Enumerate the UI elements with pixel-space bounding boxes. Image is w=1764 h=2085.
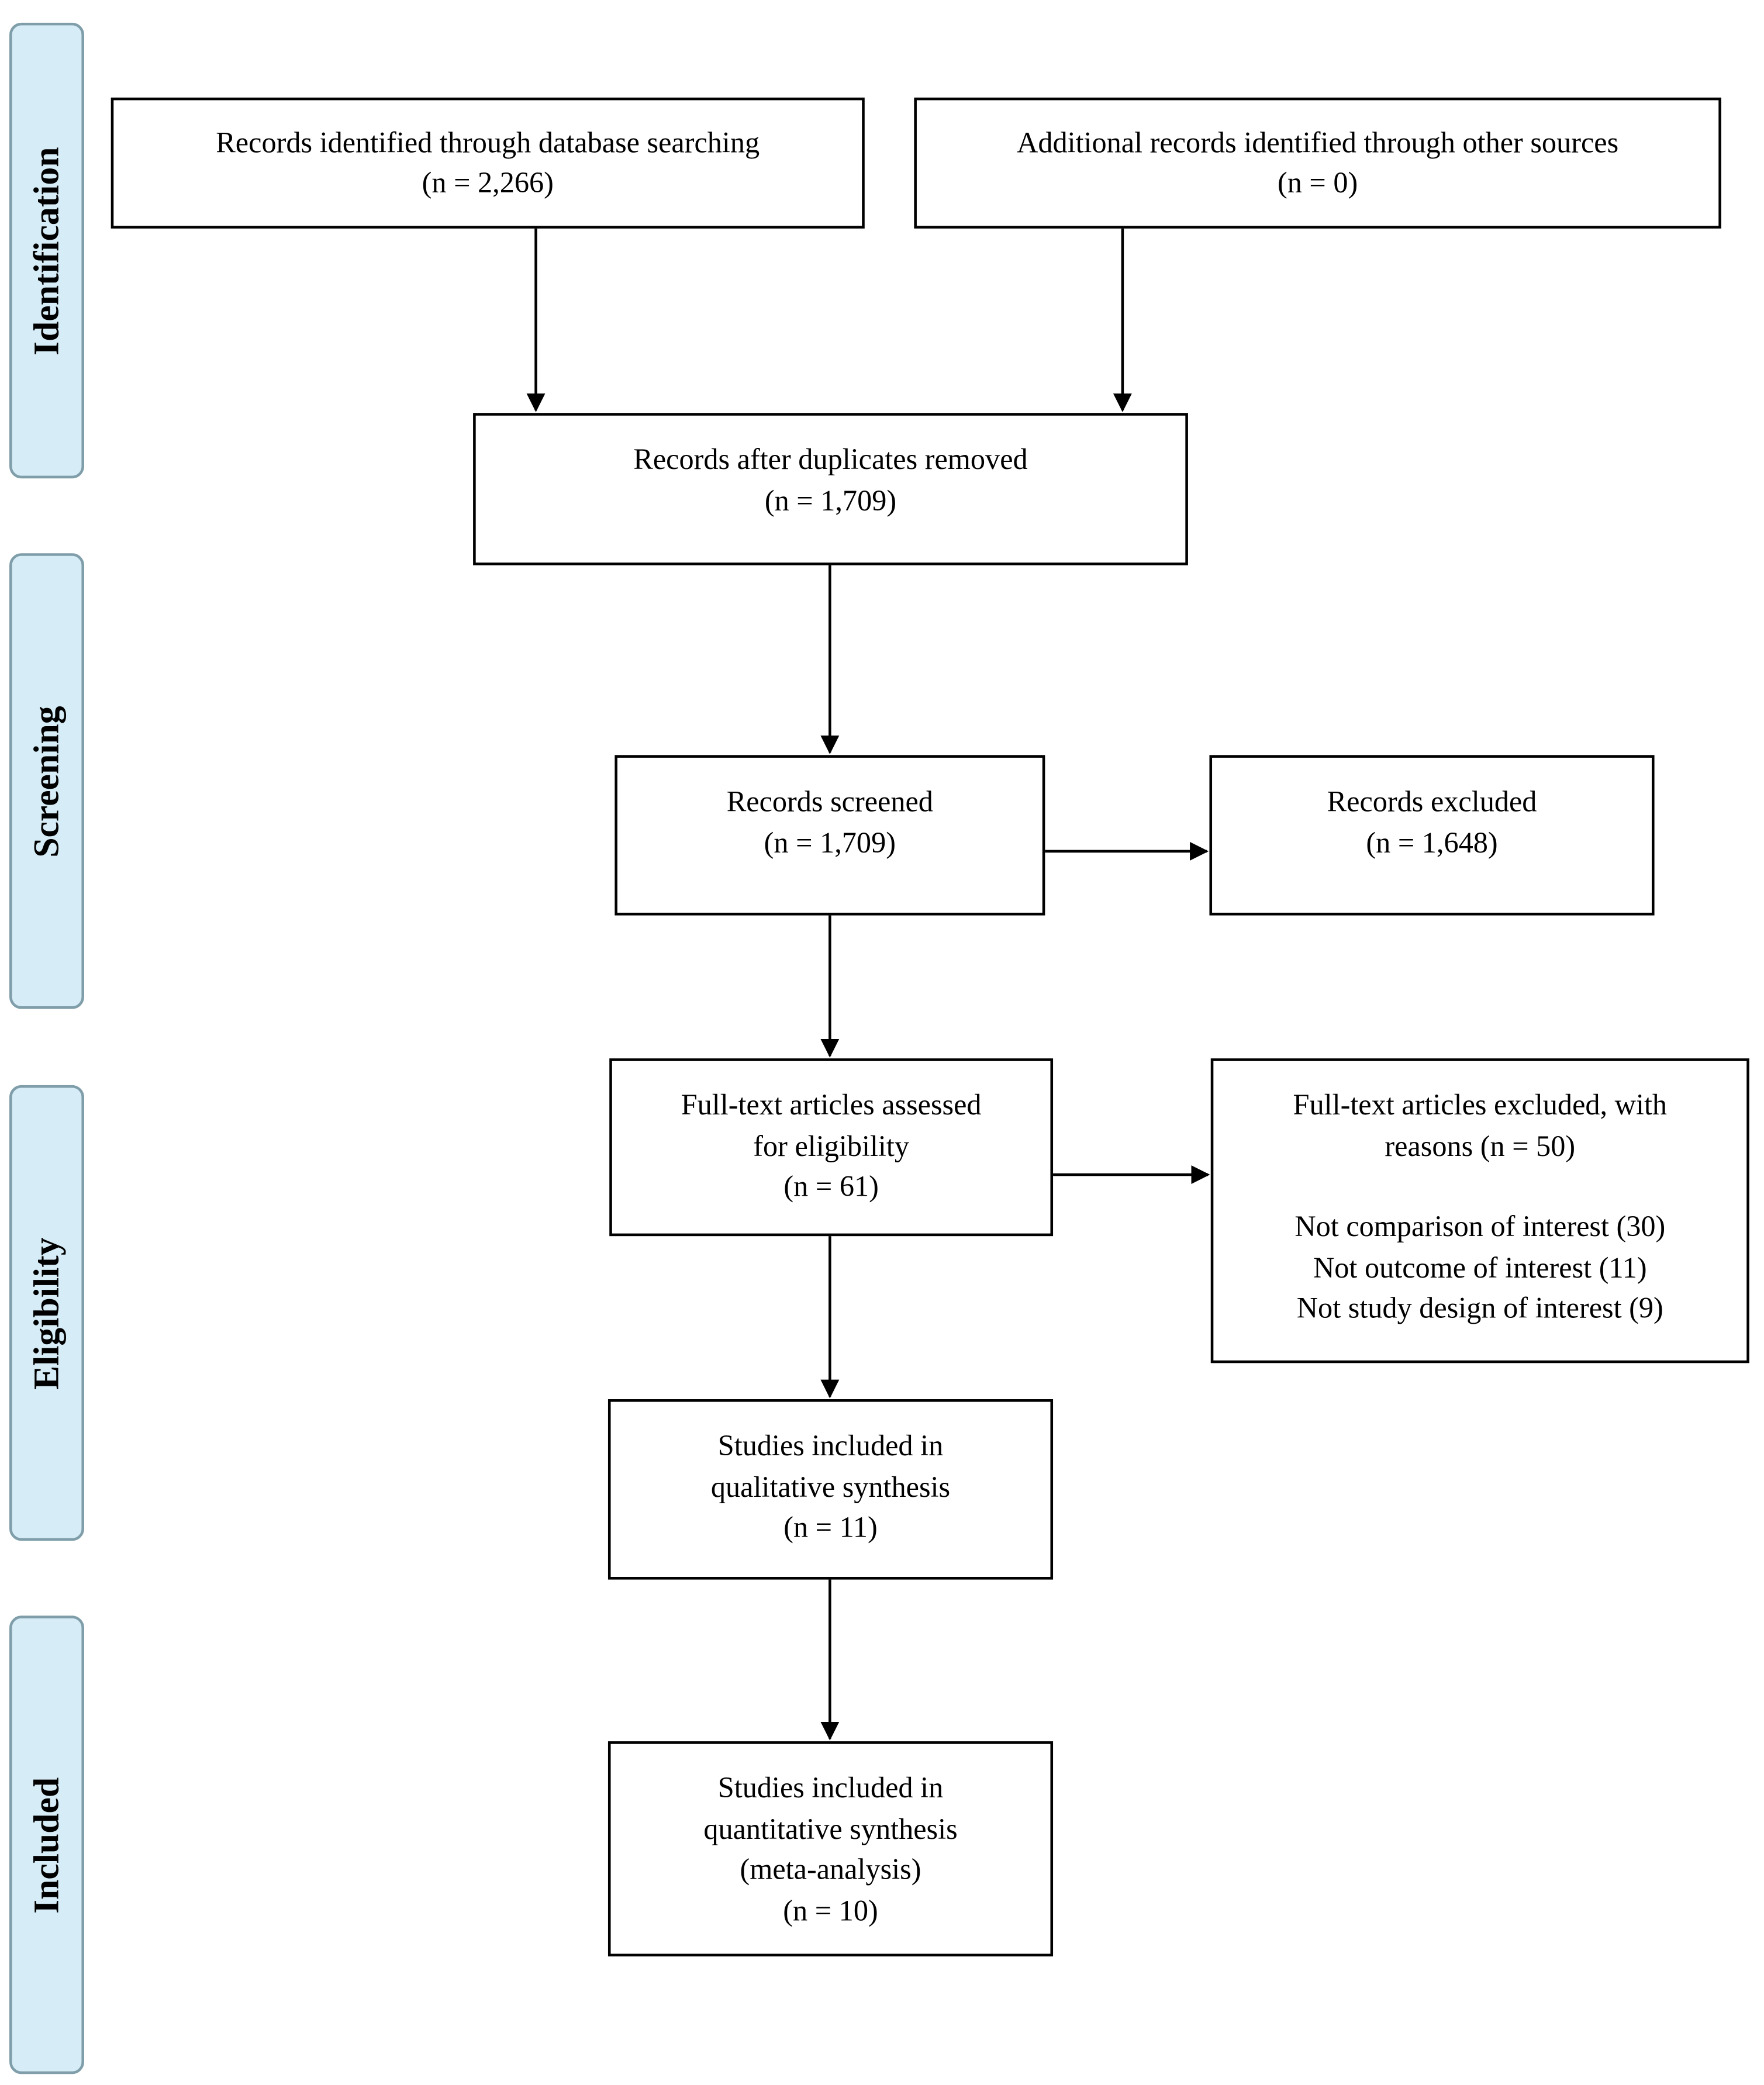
- box-after-duplicates: Records after duplicates removed (n = 1,…: [473, 413, 1188, 565]
- box-records-excluded: Records excluded (n = 1,648): [1209, 755, 1655, 916]
- database-search-label: Records identified through database sear…: [216, 125, 760, 158]
- phase-identification: Identification: [9, 22, 84, 479]
- records-excluded-count: (n = 1,648): [1366, 825, 1498, 859]
- full-text-assessed-line2: for eligibility: [753, 1128, 909, 1162]
- after-duplicates-label: Records after duplicates removed: [633, 442, 1028, 476]
- exclusion-reason: Not comparison of interest (30): [1294, 1209, 1666, 1243]
- qualitative-count: (n = 11): [783, 1510, 878, 1544]
- exclusion-reason: Not study design of interest (9): [1296, 1290, 1663, 1325]
- full-text-assessed-count: (n = 61): [783, 1169, 879, 1203]
- quantitative-line2: quantitative synthesis: [703, 1811, 958, 1845]
- other-sources-count: (n = 0): [1277, 165, 1358, 199]
- quantitative-count: (n = 10): [783, 1893, 878, 1927]
- box-records-screened: Records screened (n = 1,709): [615, 755, 1045, 916]
- box-quantitative-synthesis: Studies included in quantitative synthes…: [607, 1741, 1054, 1957]
- quantitative-line1: Studies included in: [717, 1770, 944, 1804]
- exclusion-reason: Not outcome of interest (11): [1313, 1250, 1647, 1284]
- qualitative-line1: Studies included in: [717, 1428, 944, 1462]
- box-database-search: Records identified through database sear…: [111, 97, 865, 229]
- box-other-sources: Additional records identified through ot…: [914, 97, 1721, 229]
- other-sources-label: Additional records identified through ot…: [1017, 125, 1619, 158]
- phase-label-screening: Screening: [26, 705, 67, 857]
- phase-label-included: Included: [26, 1776, 67, 1913]
- phase-label-identification: Identification: [26, 146, 67, 355]
- full-text-assessed-line1: Full-text articles assessed: [681, 1088, 982, 1121]
- database-search-count: (n = 2,266): [422, 165, 554, 199]
- full-text-excluded-line2: reasons (n = 50): [1385, 1128, 1576, 1162]
- box-full-text-excluded: Full-text articles excluded, with reason…: [1210, 1058, 1749, 1363]
- full-text-excluded-line1: Full-text articles excluded, with: [1293, 1088, 1668, 1121]
- records-screened-count: (n = 1,709): [764, 825, 896, 859]
- qualitative-line2: qualitative synthesis: [710, 1469, 951, 1503]
- records-screened-label: Records screened: [726, 784, 933, 818]
- phase-screening: Screening: [9, 553, 84, 1009]
- quantitative-line3: (meta-analysis): [740, 1852, 921, 1886]
- box-qualitative-synthesis: Studies included in qualitative synthesi…: [607, 1399, 1054, 1580]
- records-excluded-label: Records excluded: [1327, 784, 1537, 818]
- phase-eligibility: Eligibility: [9, 1085, 84, 1541]
- after-duplicates-count: (n = 1,709): [764, 483, 897, 517]
- box-full-text-assessed: Full-text articles assessed for eligibil…: [609, 1058, 1054, 1237]
- phase-label-eligibility: Eligibility: [26, 1237, 67, 1389]
- phase-included: Included: [9, 1615, 84, 2074]
